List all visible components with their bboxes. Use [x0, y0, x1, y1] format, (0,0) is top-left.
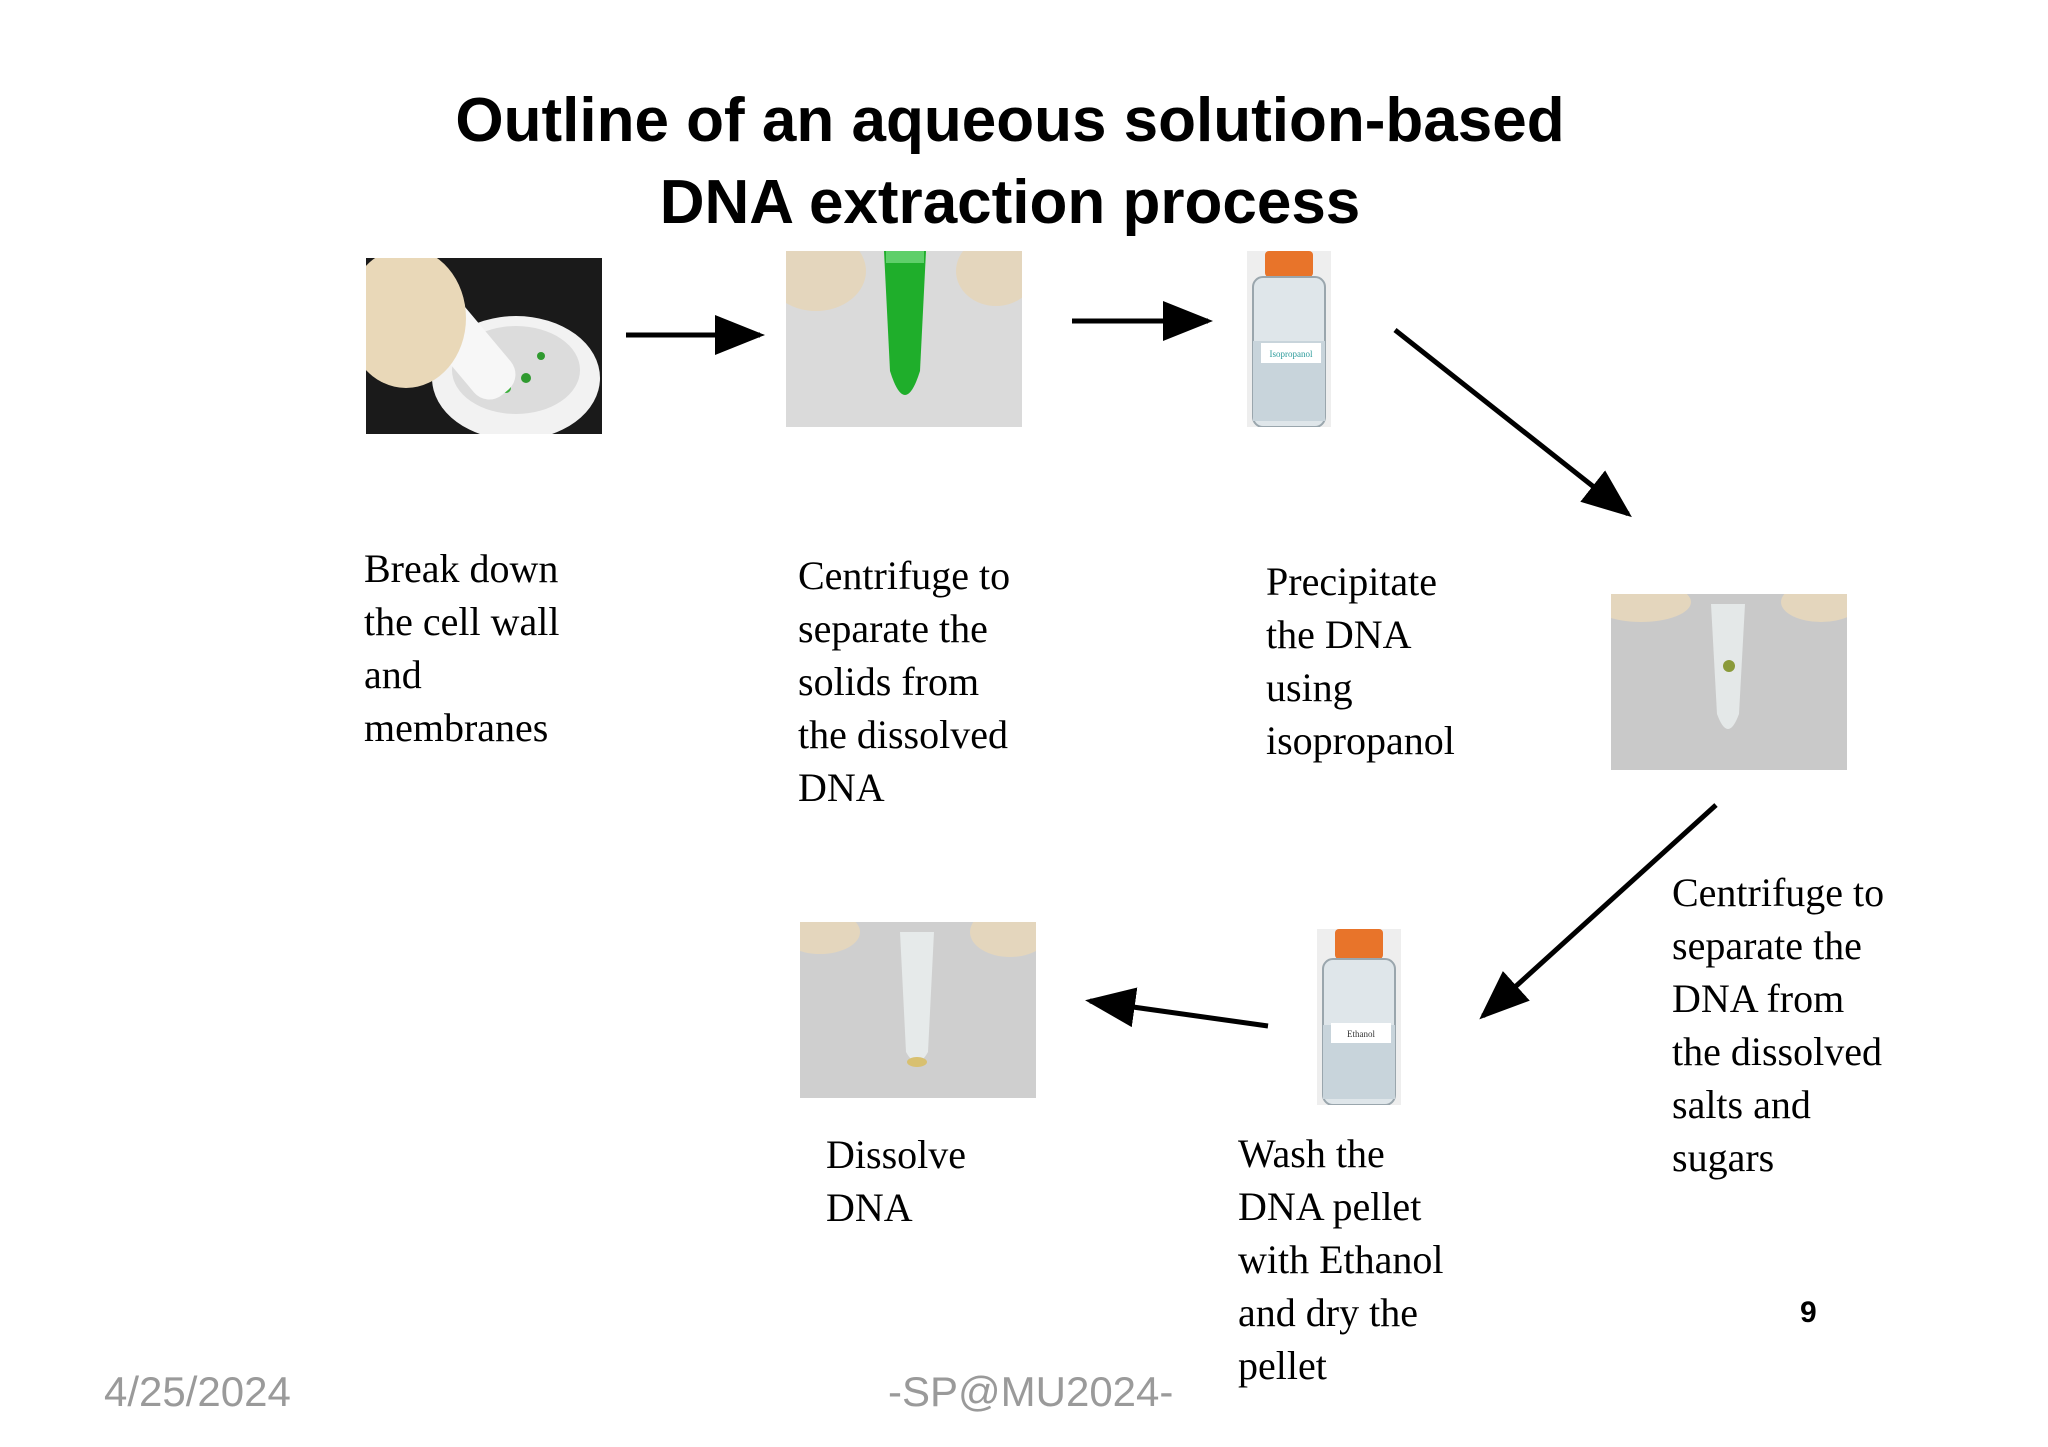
- mortar-pestle-photo: [366, 258, 602, 434]
- page-number: 9: [1800, 1296, 1817, 1329]
- footer-date: 4/25/2024: [104, 1368, 291, 1415]
- step-3-caption: Precipitate the DNA using isopropanol: [1266, 559, 1455, 763]
- ethanol-label: Ethanol: [1347, 1029, 1375, 1039]
- isopropanol-bottle-photo: Isopropanol: [1247, 251, 1331, 427]
- slide-title: Outline of an aqueous solution-based DNA…: [200, 80, 1820, 244]
- dissolve-tube-photo: [800, 922, 1036, 1098]
- step-2-caption: Centrifuge to separate the solids from t…: [798, 553, 1011, 810]
- step-4-caption: Centrifuge to separate the DNA from the …: [1672, 870, 1885, 1180]
- green-tube-photo: [786, 251, 1022, 427]
- arrow-4-to-5: [1479, 803, 1718, 1020]
- ethanol-bottle-photo: Ethanol: [1317, 929, 1401, 1105]
- step-1-caption: Break down the cell wall and membranes: [364, 546, 560, 750]
- pellet-tube-photo: [1611, 594, 1847, 770]
- footer-author: -SP@MU2024-: [888, 1368, 1174, 1415]
- isopropanol-label: Isopropanol: [1270, 349, 1313, 359]
- title-line-1: Outline of an aqueous solution-based: [455, 86, 1565, 155]
- arrow-3-to-4: [1393, 328, 1632, 518]
- step-6-caption: Dissolve DNA: [826, 1132, 966, 1230]
- step-5-caption: Wash the DNA pellet with Ethanol and dry…: [1238, 1131, 1444, 1388]
- arrow-5-to-6: [1085, 987, 1269, 1029]
- title-line-2: DNA extraction process: [659, 168, 1361, 237]
